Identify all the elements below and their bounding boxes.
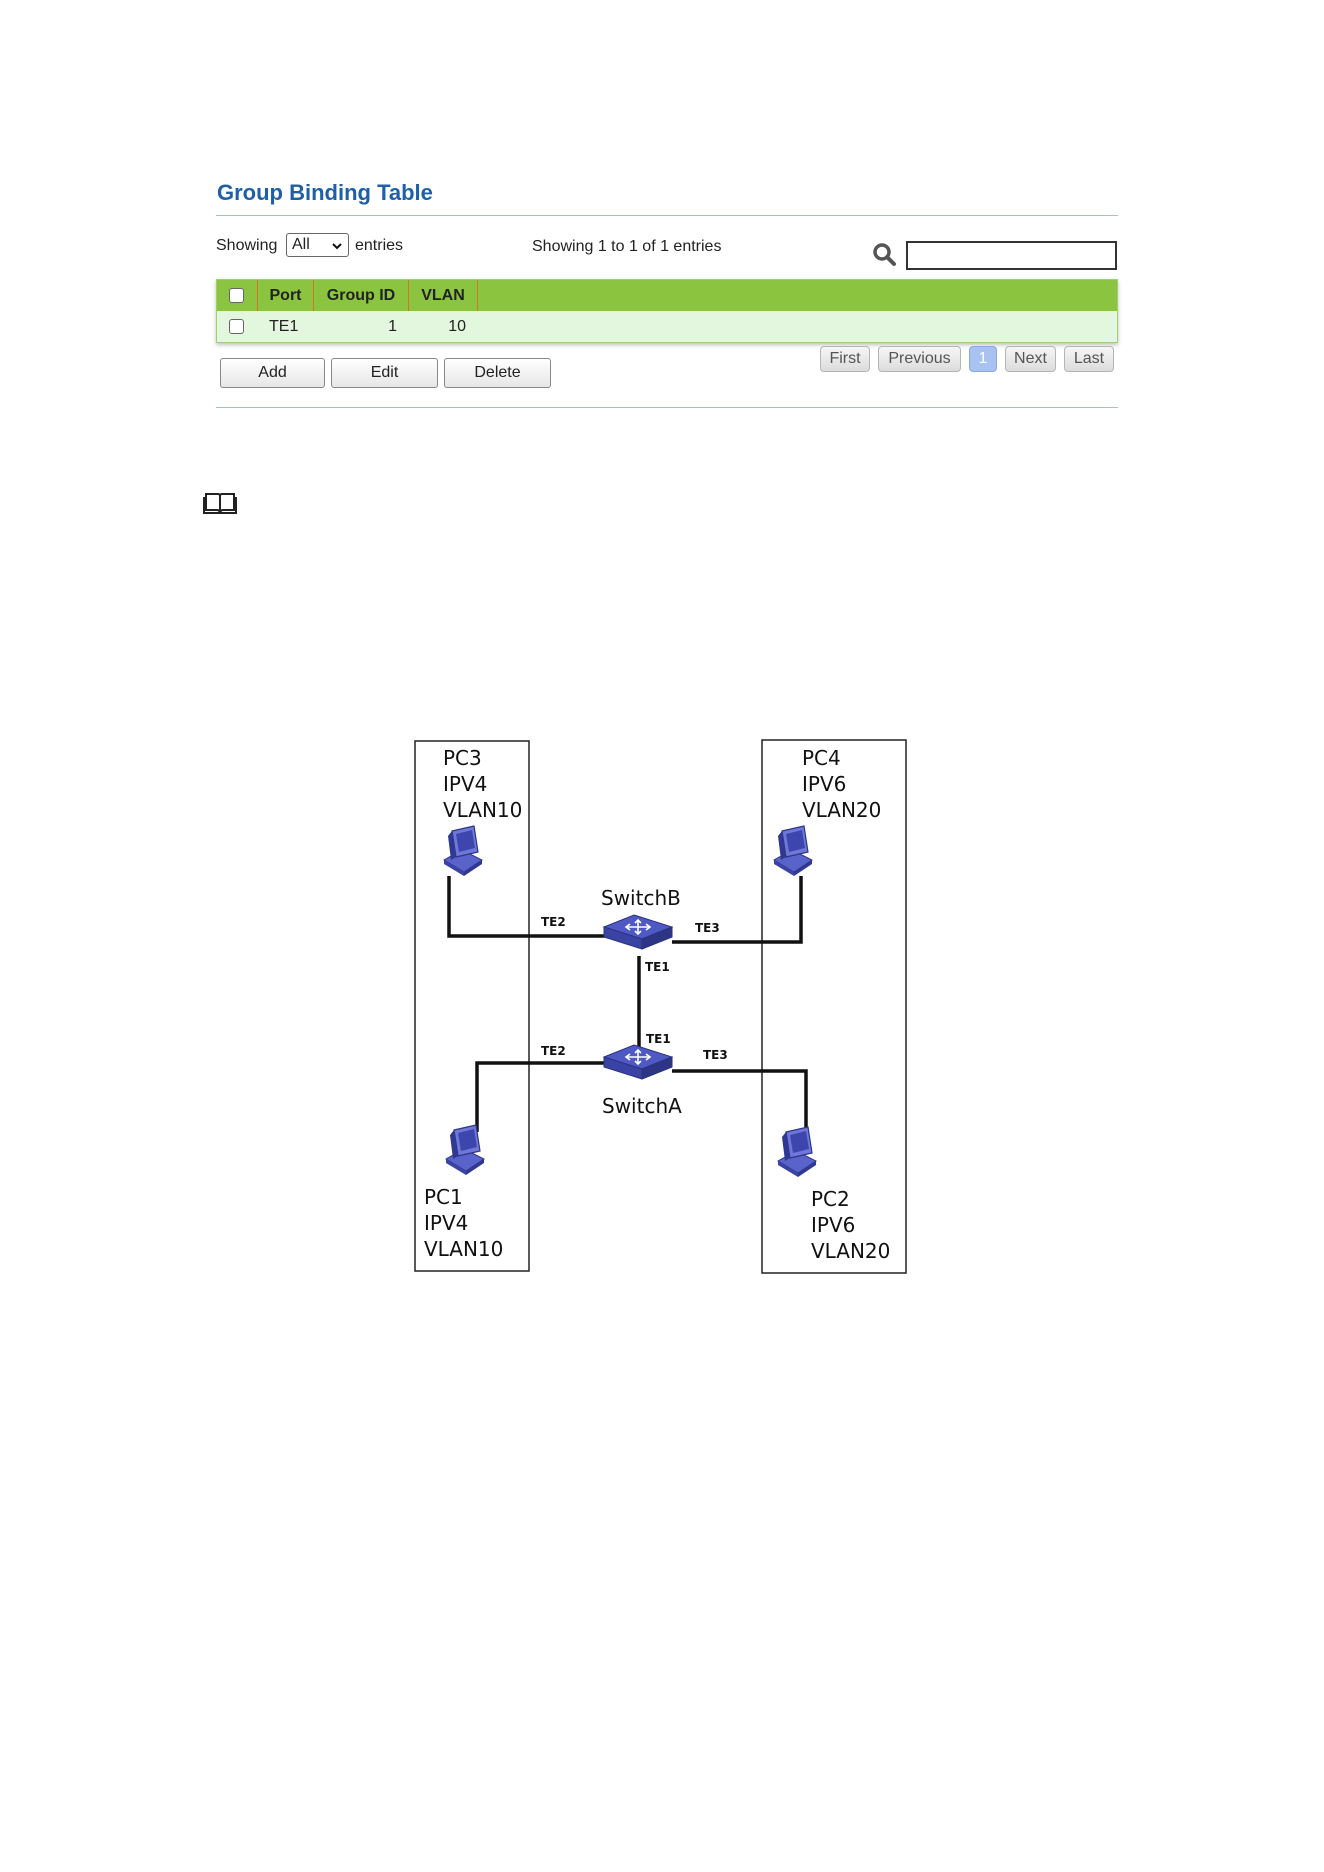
entries-select[interactable]: All	[286, 233, 349, 257]
cable-switchb-pc4	[672, 876, 801, 942]
pagination-page-current[interactable]: 1	[969, 346, 997, 372]
column-header-port[interactable]: Port	[258, 280, 314, 311]
pagination-previous[interactable]: Previous	[878, 346, 961, 372]
switcha-icon	[604, 1045, 672, 1079]
cell-group-id: 1	[314, 311, 397, 342]
pc1-name: PC1	[424, 1185, 463, 1209]
port-label-a-te1: TE1	[646, 1032, 671, 1046]
pc1-icon	[446, 1125, 484, 1175]
column-header-group-id[interactable]: Group ID	[314, 280, 409, 311]
pagination-last[interactable]: Last	[1064, 346, 1114, 372]
cell-vlan: 10	[409, 311, 466, 342]
pc4-vlan: VLAN20	[802, 798, 881, 822]
pc1-vlan: VLAN10	[424, 1237, 503, 1261]
pc2-icon	[778, 1127, 816, 1177]
pc3-name: PC3	[443, 746, 482, 770]
pc4-ip: IPV6	[802, 772, 846, 796]
cables	[449, 876, 806, 1132]
header-select-cell	[217, 280, 258, 311]
table-header-row: Port Group ID VLAN	[217, 280, 1117, 311]
pc4-icon	[774, 826, 812, 876]
delete-button[interactable]: Delete	[444, 358, 551, 388]
port-label-b-te1: TE1	[645, 960, 670, 974]
cable-switcha-pc2	[672, 1071, 806, 1130]
divider-top	[216, 215, 1118, 216]
pc2-vlan: VLAN20	[811, 1239, 890, 1263]
row-checkbox[interactable]	[229, 319, 244, 334]
table-row[interactable]: TE1 1 10	[217, 311, 1117, 342]
cable-switcha-pc1	[477, 1063, 606, 1132]
pc3-ip: IPV4	[443, 772, 487, 796]
cable-pc3-switchb	[449, 876, 606, 936]
port-label-b-te2: TE2	[541, 915, 566, 929]
section-title: Group Binding Table	[217, 180, 433, 206]
pagination-first[interactable]: First	[820, 346, 870, 372]
pc3-vlan: VLAN10	[443, 798, 522, 822]
group-binding-table: Port Group ID VLAN TE1 1 10	[216, 279, 1118, 343]
zone-box-right	[762, 740, 906, 1273]
entries-label: entries	[355, 237, 403, 255]
pc3-icon	[444, 826, 482, 876]
pc1-ip: IPV4	[424, 1211, 468, 1235]
add-button[interactable]: Add	[220, 358, 325, 388]
edit-button[interactable]: Edit	[331, 358, 438, 388]
pc2-ip: IPV6	[811, 1213, 855, 1237]
switchb-icon	[604, 915, 672, 949]
select-all-checkbox[interactable]	[229, 288, 244, 303]
pc4-name: PC4	[802, 746, 841, 770]
divider-bottom	[216, 407, 1118, 408]
port-label-a-te2: TE2	[541, 1044, 566, 1058]
pc2-name: PC2	[811, 1187, 850, 1211]
switcha-name: SwitchA	[602, 1094, 682, 1118]
search-icon[interactable]	[872, 242, 898, 268]
chevron-down-icon	[332, 241, 342, 251]
zone-box-left	[415, 741, 529, 1271]
port-label-b-te3: TE3	[695, 921, 720, 935]
book-icon	[203, 490, 237, 516]
column-header-vlan[interactable]: VLAN	[409, 280, 478, 311]
entries-select-value: All	[292, 236, 310, 253]
entries-info: Showing 1 to 1 of 1 entries	[532, 238, 721, 256]
showing-label: Showing	[216, 237, 277, 255]
switchb-name: SwitchB	[601, 886, 681, 910]
search-input[interactable]	[906, 241, 1117, 270]
port-label-a-te3: TE3	[703, 1048, 728, 1062]
pagination-next[interactable]: Next	[1005, 346, 1056, 372]
cell-port: TE1	[269, 311, 309, 342]
